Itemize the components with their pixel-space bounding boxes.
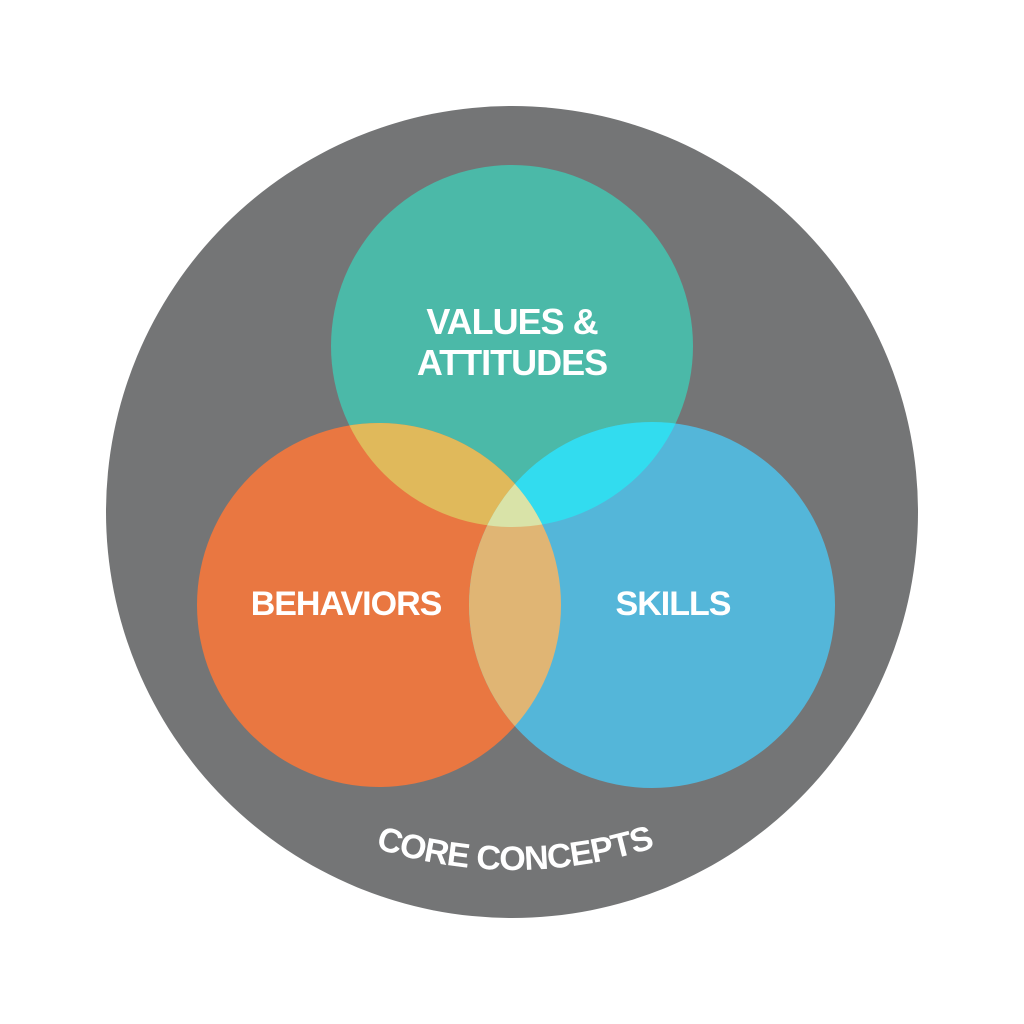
values-label-line1: VALUES & bbox=[426, 301, 597, 342]
values-label-line2: ATTITUDES bbox=[417, 342, 607, 383]
overlap-values-skills bbox=[469, 422, 693, 527]
skills-label: SKILLS bbox=[616, 585, 731, 623]
behaviors-label: BEHAVIORS bbox=[251, 585, 442, 623]
overlap-values-behaviors bbox=[331, 423, 561, 527]
